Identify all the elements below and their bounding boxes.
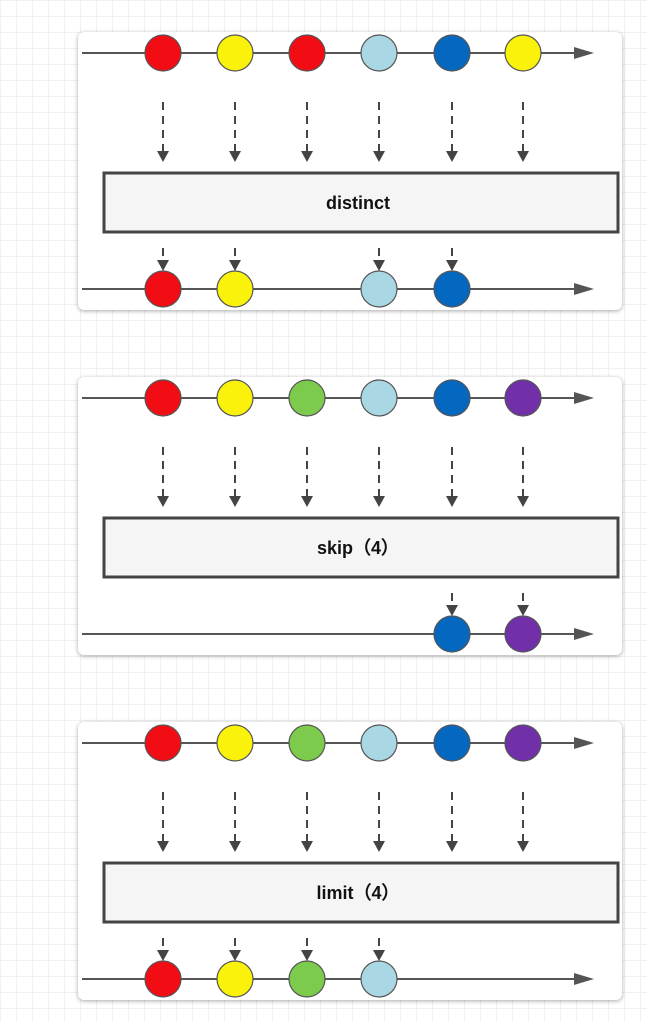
dashed-arrowhead (446, 260, 458, 271)
dashed-arrowhead (517, 605, 529, 616)
marble-lightblue (360, 270, 398, 308)
marble-green (288, 960, 326, 998)
dashed-arrowhead (446, 605, 458, 616)
marble-blue (433, 379, 471, 417)
timeline-arrowhead (574, 283, 594, 295)
dashed-arrowhead (157, 950, 169, 961)
dashed-arrowhead (517, 496, 529, 507)
input-stream (82, 34, 594, 72)
dashed-arrowhead (157, 151, 169, 162)
dashed-arrowhead (157, 260, 169, 271)
input-arrows (157, 102, 529, 162)
timeline-arrowhead (574, 392, 594, 404)
output-stream (82, 615, 594, 653)
output-stream (82, 960, 594, 998)
timeline-arrowhead (574, 628, 594, 640)
marble-green (288, 724, 326, 762)
marble-red (144, 379, 182, 417)
operator-box (102, 171, 620, 234)
output-arrows (157, 248, 458, 271)
marble-red (288, 34, 326, 72)
marble-diagram-skip: skip（4） (82, 379, 620, 653)
marble-blue (433, 34, 471, 72)
input-stream (82, 379, 594, 417)
timeline-arrowhead (574, 973, 594, 985)
marble-purple (504, 615, 542, 653)
marble-lightblue (360, 960, 398, 998)
dashed-arrowhead (373, 496, 385, 507)
operator-label: limit（4） (316, 883, 399, 903)
operator-box (102, 861, 620, 924)
marble-lightblue (360, 724, 398, 762)
dashed-arrowhead (301, 496, 313, 507)
marble-lightblue (360, 379, 398, 417)
marble-blue (433, 724, 471, 762)
marble-panel-skip: skip（4） (78, 377, 622, 655)
timeline-arrowhead (574, 737, 594, 749)
marble-yellow (216, 379, 254, 417)
dashed-arrowhead (301, 151, 313, 162)
marble-blue (433, 270, 471, 308)
timeline-arrowhead (574, 47, 594, 59)
marble-diagram-limit: limit（4） (82, 724, 620, 998)
marble-green (288, 379, 326, 417)
marble-yellow (216, 960, 254, 998)
dashed-arrowhead (157, 841, 169, 852)
dashed-arrowhead (373, 151, 385, 162)
input-stream (82, 724, 594, 762)
operator-label: skip（4） (317, 538, 399, 558)
dashed-arrowhead (517, 151, 529, 162)
marble-yellow (216, 270, 254, 308)
dashed-arrowhead (373, 260, 385, 271)
input-arrows (157, 447, 529, 507)
marble-blue (433, 615, 471, 653)
dashed-arrowhead (373, 841, 385, 852)
dashed-arrowhead (229, 151, 241, 162)
marble-purple (504, 724, 542, 762)
input-arrows (157, 792, 529, 852)
dashed-arrowhead (517, 841, 529, 852)
dashed-arrowhead (446, 841, 458, 852)
dashed-arrowhead (229, 950, 241, 961)
dashed-arrowhead (229, 496, 241, 507)
dashed-arrowhead (301, 841, 313, 852)
marble-panel-limit: limit（4） (78, 722, 622, 1000)
dashed-arrowhead (446, 496, 458, 507)
marble-red (144, 960, 182, 998)
output-arrows (157, 938, 385, 961)
marble-panel-distinct: distinct (78, 32, 622, 310)
marble-red (144, 724, 182, 762)
marble-yellow (216, 724, 254, 762)
operator-label: distinct (326, 193, 390, 213)
dashed-arrowhead (446, 151, 458, 162)
marble-red (144, 270, 182, 308)
marble-purple (504, 379, 542, 417)
operator-box (102, 516, 620, 579)
output-arrows (446, 593, 529, 616)
dashed-arrowhead (301, 950, 313, 961)
dashed-arrowhead (229, 841, 241, 852)
dashed-arrowhead (373, 950, 385, 961)
marble-yellow (216, 34, 254, 72)
dashed-arrowhead (157, 496, 169, 507)
marble-diagram-distinct: distinct (82, 34, 620, 308)
marble-lightblue (360, 34, 398, 72)
marble-red (144, 34, 182, 72)
output-stream (82, 270, 594, 308)
marble-yellow (504, 34, 542, 72)
dashed-arrowhead (229, 260, 241, 271)
